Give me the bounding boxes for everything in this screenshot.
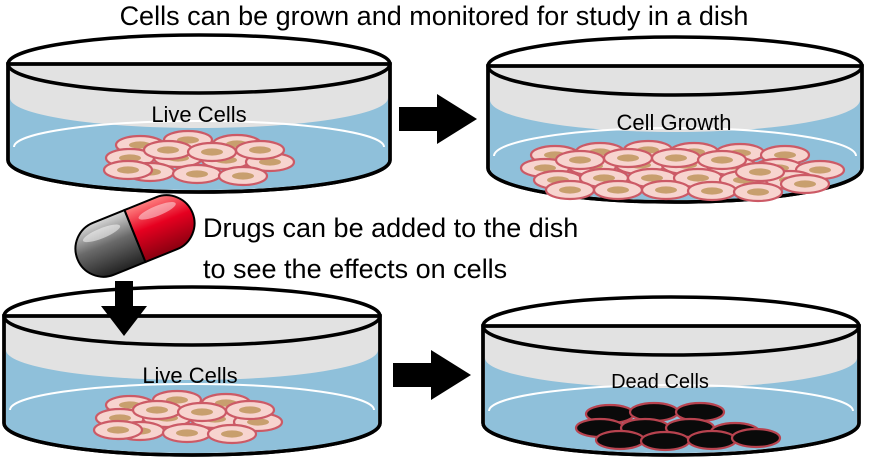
live-cell [554, 149, 606, 171]
cell-nucleus [569, 156, 591, 164]
dead-cell [594, 429, 646, 451]
cell-nucleus [559, 186, 581, 194]
live-cell [759, 144, 811, 166]
cell-nucleus [747, 188, 769, 196]
cell-nucleus [221, 430, 243, 438]
cell-nucleus [107, 426, 129, 434]
live-cell [734, 161, 786, 183]
cell-nucleus [146, 406, 168, 414]
cell-nucleus [641, 174, 663, 182]
cell-nucleus [749, 168, 771, 176]
dish-label: Dead Cells [611, 371, 709, 393]
cell-nucleus [809, 166, 831, 174]
cell-nucleus [247, 418, 269, 426]
live-cell [176, 401, 228, 423]
dish-label: Live Cells [151, 102, 246, 127]
live-cell [544, 179, 596, 201]
cell-nucleus [794, 180, 816, 188]
dish-live-cells-top: Live Cells [6, 33, 392, 194]
dead-cell [628, 401, 680, 423]
drug-caption-line2: to see the effects on cells [203, 254, 507, 284]
live-cell [234, 139, 286, 161]
dish-live-cells-bottom: Live Cells [2, 285, 382, 457]
dish-cell-growth: Cell Growth [486, 35, 864, 204]
diagram-title: Cells can be grown and monitored for stu… [120, 1, 749, 31]
live-cell [640, 179, 692, 201]
live-cell [779, 173, 831, 195]
cell-cluster [92, 389, 284, 445]
cell-nucleus [232, 172, 254, 180]
cell-nucleus [249, 146, 271, 154]
live-cell [224, 399, 276, 421]
live-cell [686, 180, 738, 202]
arrow-right-icon [393, 350, 471, 400]
cell-nucleus [655, 186, 677, 194]
cell-nucleus [186, 170, 208, 178]
cell-cluster [574, 401, 782, 452]
dish-label: Cell Growth [617, 110, 732, 135]
live-cell [92, 419, 144, 441]
live-cell [142, 139, 194, 161]
arrow-right-icon [399, 94, 477, 144]
live-cell [186, 141, 238, 163]
cell-nucleus [701, 187, 723, 195]
live-cell [592, 179, 644, 201]
cell-cluster [519, 139, 846, 203]
drug-capsule-icon [74, 194, 196, 278]
cell-nucleus [774, 151, 796, 159]
live-cell [206, 423, 258, 445]
drug-caption-line1: Drugs can be added to the dish [203, 213, 578, 243]
cell-nucleus [176, 429, 198, 437]
cell-nucleus [665, 154, 687, 162]
cell-nucleus [117, 166, 139, 174]
live-cell [602, 147, 654, 169]
live-cell [171, 163, 223, 185]
live-cell [161, 422, 213, 444]
live-cell [217, 165, 269, 187]
cell-nucleus [607, 186, 629, 194]
cell-nucleus [593, 174, 615, 182]
cell-nucleus [687, 174, 709, 182]
dead-cell [639, 430, 691, 452]
cell-nucleus [109, 414, 131, 422]
cell-nucleus [191, 408, 213, 416]
cell-nucleus [259, 158, 281, 166]
cell-nucleus [534, 164, 556, 172]
live-cell [131, 399, 183, 421]
live-cell [102, 159, 154, 181]
live-cell [650, 147, 702, 169]
cell-cluster [102, 129, 296, 187]
dead-cell [730, 427, 782, 449]
arrow-down-icon [101, 281, 147, 336]
dead-cell [686, 429, 738, 451]
live-cell [732, 181, 784, 203]
cell-nucleus [201, 148, 223, 156]
cell-nucleus [157, 146, 179, 154]
cell-nucleus [239, 406, 261, 414]
cell-nucleus [119, 154, 141, 162]
dish-dead-cells: Dead Cells [481, 295, 861, 457]
dish-label: Live Cells [142, 363, 237, 388]
cell-nucleus [711, 156, 733, 164]
live-cell [696, 149, 748, 171]
cell-nucleus [617, 154, 639, 162]
